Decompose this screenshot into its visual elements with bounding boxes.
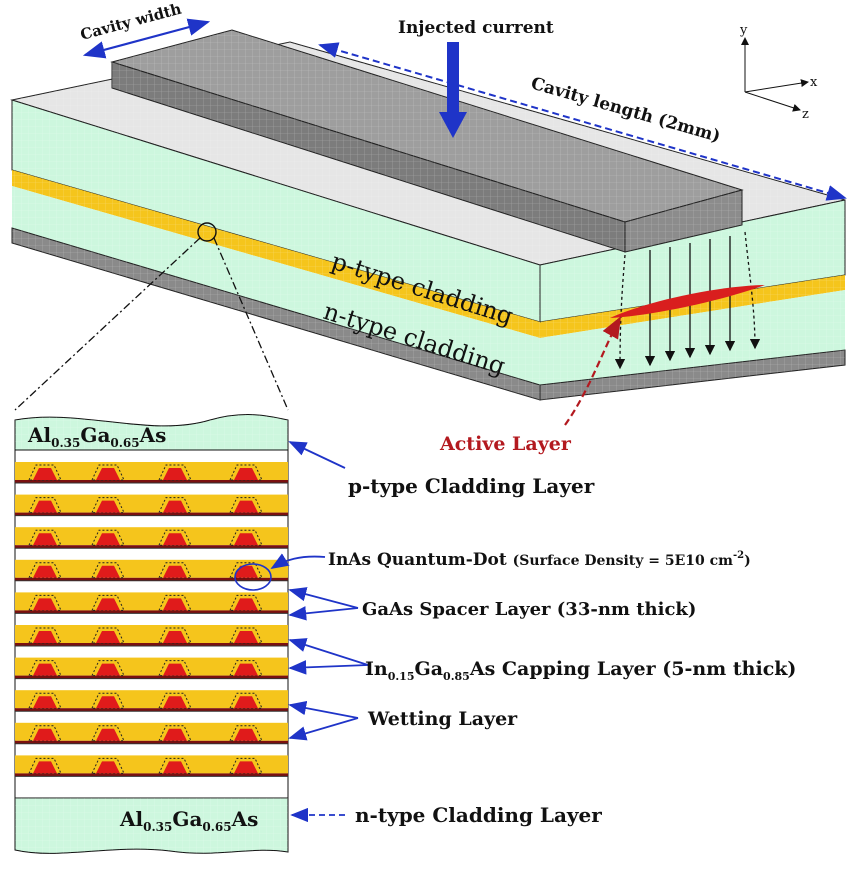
quantum-dot (96, 696, 120, 709)
quantum-dot (163, 500, 187, 513)
quantum-dot (33, 761, 57, 774)
block-front-face (11, 99, 541, 401)
period (15, 657, 288, 680)
p-cladding-layer-label: p-type Cladding Layer (348, 474, 595, 498)
quantum-dot (96, 761, 120, 774)
axis-x-label: x (810, 75, 818, 90)
capping-layer (15, 690, 288, 709)
quantum-dot (33, 565, 57, 578)
quantum-dot (96, 500, 120, 513)
quantum-dot (163, 663, 187, 676)
wetting-layer (15, 773, 288, 777)
period (15, 625, 288, 647)
capping-layer (15, 755, 288, 774)
capping-layer (15, 722, 288, 741)
capping-layer (15, 462, 288, 480)
stack-periods (15, 462, 288, 777)
wetting-layer (15, 610, 288, 614)
period (15, 755, 288, 777)
zoom-circle (197, 222, 217, 242)
quantum-dot (163, 598, 187, 611)
quantum-dot (163, 533, 187, 546)
axis-z-label: z (802, 107, 809, 122)
period (15, 494, 288, 517)
quantum-dot (96, 631, 120, 643)
wetting-layer (15, 577, 288, 581)
period (15, 462, 288, 484)
quantum-dot (96, 565, 120, 578)
quantum-dot (33, 631, 57, 643)
period (15, 559, 288, 582)
quantum-dot-highlight (234, 563, 272, 591)
quantum-dot (96, 468, 120, 480)
n-cladding-layer-label: n-type Cladding Layer (355, 803, 602, 827)
period (15, 722, 288, 745)
period (15, 690, 288, 712)
wetting-layer (15, 480, 288, 483)
quantum-dot (163, 696, 187, 709)
quantum-dot (163, 468, 187, 480)
quantum-dot (234, 500, 258, 513)
quantum-dot (33, 696, 57, 709)
capping-layer-label: In0.15Ga0.85As Capping Layer (5-nm thick… (365, 658, 796, 683)
wetting-layer (15, 643, 288, 646)
capping-layer (15, 494, 288, 513)
quantum-dot (234, 533, 258, 546)
quantum-dot (234, 598, 258, 611)
wetting-layer-label: Wetting Layer (367, 708, 518, 730)
quantum-dot (163, 728, 187, 741)
quantum-dot (234, 631, 258, 643)
wetting-layer (15, 740, 288, 744)
axis-y-label: y (739, 23, 748, 38)
quantum-dot (33, 500, 57, 513)
wetting-layer (15, 675, 288, 679)
quantum-dot (33, 663, 57, 676)
axes-icon (741, 37, 809, 112)
quantum-dot (163, 565, 187, 578)
quantum-dot (33, 598, 57, 611)
top-material-label: Al0.35Ga0.65As (27, 423, 166, 450)
capping-layer (15, 657, 288, 676)
quantum-dot (234, 468, 258, 480)
callout-arrows (270, 441, 369, 823)
quantum-dot (33, 468, 57, 480)
quantum-dot (33, 533, 57, 546)
quantum-dot (163, 761, 187, 774)
quantum-dot (96, 663, 120, 676)
wetting-layer (15, 545, 288, 549)
capping-layer (15, 559, 288, 578)
wetting-layer (15, 708, 288, 712)
layer-stack: Al0.35Ga0.65As Al0.35Ga0.65As (14, 414, 289, 854)
capping-layer (15, 592, 288, 611)
spacer-layer-label: GaAs Spacer Layer (33-nm thick) (362, 599, 696, 620)
quantum-dot (234, 663, 258, 676)
period (15, 592, 288, 614)
quantum-dot (234, 761, 258, 774)
injected-current-label: Injected current (398, 18, 554, 38)
quantum-dot-label: InAs Quantum-Dot (Surface Density = 5E10… (328, 550, 751, 570)
bottom-material-label: Al0.35Ga0.65As (119, 807, 258, 834)
active-region (610, 285, 765, 318)
active-layer-indicator: Active Layer (439, 316, 622, 455)
quantum-dot (234, 728, 258, 741)
capping-layer (15, 625, 288, 643)
wetting-layer (15, 512, 288, 516)
cavity-width-label: Cavity width (78, 0, 183, 44)
active-layer-label: Active Layer (439, 433, 572, 455)
quantum-dot (96, 533, 120, 546)
quantum-dot (96, 598, 120, 611)
quantum-dot (163, 631, 187, 643)
quantum-dot (234, 696, 258, 709)
period (15, 527, 288, 549)
capping-layer (15, 527, 288, 546)
quantum-dot (96, 728, 120, 741)
quantum-dot (33, 728, 57, 741)
